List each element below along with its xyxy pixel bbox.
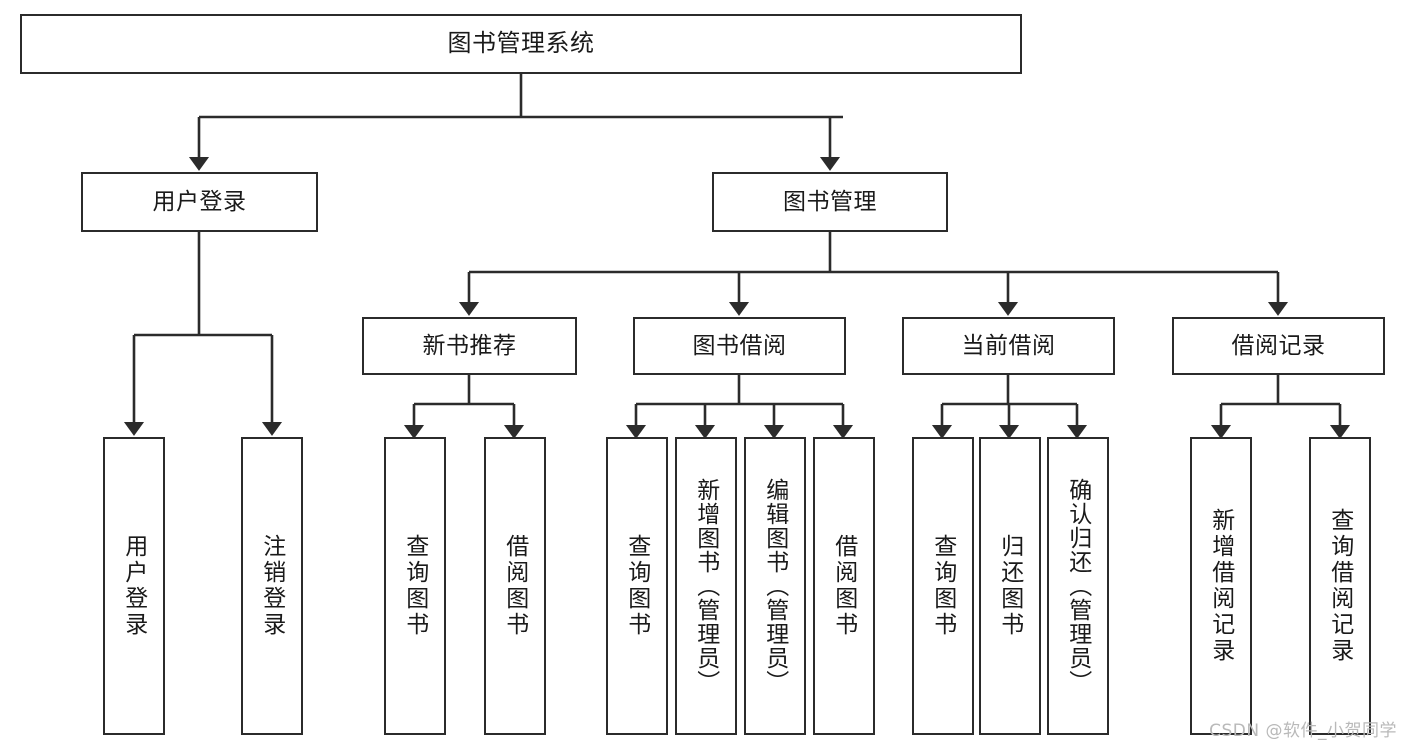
leaf-user-login-logout[interactable]: 注销登录 xyxy=(241,437,303,735)
leaf-book-borrow-edit-book-admin[interactable]: 编辑图书（管理员） xyxy=(744,437,806,735)
node-borrow-record-label: 借阅记录 xyxy=(1231,332,1326,359)
node-book-borrow[interactable]: 图书借阅 xyxy=(633,317,846,375)
leaf-user-login-login[interactable]: 用户登录 xyxy=(103,437,165,735)
node-current-borrow[interactable]: 当前借阅 xyxy=(902,317,1115,375)
leaf-new-book-borrow-book[interactable]: 借阅图书 xyxy=(484,437,546,735)
leaf-current-borrow-confirm-return-admin-label: 确认归还（管理员） xyxy=(1065,478,1092,694)
leaf-new-book-query-book-label: 查询图书 xyxy=(402,534,429,638)
node-new-book-recommend-label: 新书推荐 xyxy=(422,332,517,359)
leaf-book-borrow-borrow-book[interactable]: 借阅图书 xyxy=(813,437,875,735)
leaf-new-book-query-book[interactable]: 查询图书 xyxy=(384,437,446,735)
leaf-borrow-record-add-record-label: 新增借阅记录 xyxy=(1208,508,1235,664)
node-user-login[interactable]: 用户登录 xyxy=(81,172,318,232)
leaf-current-borrow-query-book[interactable]: 查询图书 xyxy=(912,437,974,735)
csdn-watermark: CSDN @软件_小贺同学 xyxy=(1209,721,1397,741)
node-root-book-management-system[interactable]: 图书管理系统 xyxy=(20,14,1022,74)
node-book-management[interactable]: 图书管理 xyxy=(712,172,948,232)
leaf-book-borrow-query-book[interactable]: 查询图书 xyxy=(606,437,668,735)
leaf-book-borrow-add-book-admin[interactable]: 新增图书（管理员） xyxy=(675,437,737,735)
leaf-user-login-login-label: 用户登录 xyxy=(121,534,148,638)
leaf-current-borrow-return-book[interactable]: 归还图书 xyxy=(979,437,1041,735)
leaf-borrow-record-query-record[interactable]: 查询借阅记录 xyxy=(1309,437,1371,735)
leaf-current-borrow-query-book-label: 查询图书 xyxy=(930,534,957,638)
node-user-login-label: 用户登录 xyxy=(152,188,247,215)
leaf-book-borrow-borrow-book-label: 借阅图书 xyxy=(831,534,858,638)
node-book-management-label: 图书管理 xyxy=(783,188,877,215)
leaf-borrow-record-query-record-label: 查询借阅记录 xyxy=(1327,508,1354,664)
leaf-book-borrow-edit-book-admin-label: 编辑图书（管理员） xyxy=(762,478,789,694)
node-borrow-record[interactable]: 借阅记录 xyxy=(1172,317,1385,375)
node-root-label: 图书管理系统 xyxy=(447,29,595,57)
leaf-borrow-record-add-record[interactable]: 新增借阅记录 xyxy=(1190,437,1252,735)
leaf-new-book-borrow-book-label: 借阅图书 xyxy=(502,534,529,638)
leaf-current-borrow-return-book-label: 归还图书 xyxy=(997,534,1024,638)
leaf-user-login-logout-label: 注销登录 xyxy=(259,534,286,638)
leaf-current-borrow-confirm-return-admin[interactable]: 确认归还（管理员） xyxy=(1047,437,1109,735)
leaf-book-borrow-add-book-admin-label: 新增图书（管理员） xyxy=(693,478,720,694)
node-current-borrow-label: 当前借阅 xyxy=(961,332,1056,359)
node-new-book-recommend[interactable]: 新书推荐 xyxy=(362,317,577,375)
leaf-book-borrow-query-book-label: 查询图书 xyxy=(624,534,651,638)
node-book-borrow-label: 图书借阅 xyxy=(692,332,787,359)
